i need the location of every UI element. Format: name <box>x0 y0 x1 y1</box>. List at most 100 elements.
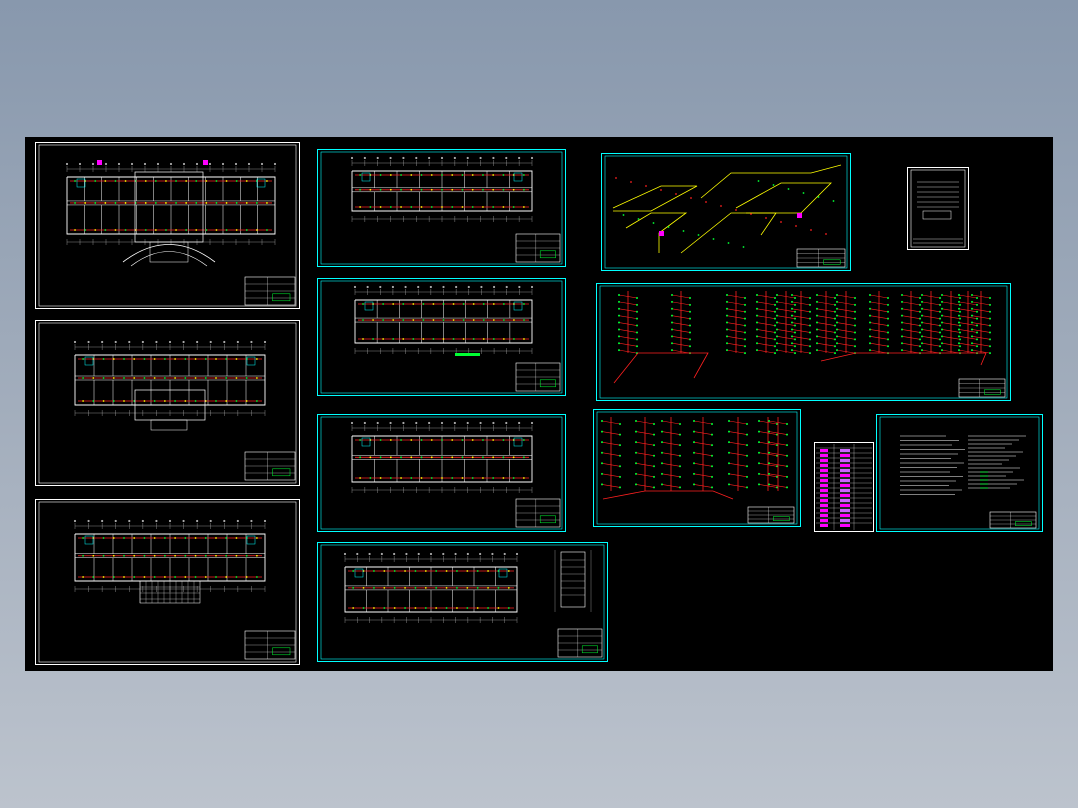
pipe-fitting <box>757 180 760 182</box>
legend-swatch <box>820 484 828 487</box>
pipe-fitting <box>472 303 475 305</box>
branch-fitting <box>791 342 793 345</box>
stair-mark <box>498 568 508 578</box>
pipe-fitting <box>225 554 228 557</box>
cad-model-space[interactable] <box>25 137 1053 671</box>
pipe-fitting <box>153 400 156 402</box>
branch-fitting <box>635 483 637 486</box>
pipe-fitting <box>412 319 415 321</box>
branch-pipe <box>901 336 921 340</box>
pipe-fitting <box>195 229 198 231</box>
branch-pipe <box>768 484 788 488</box>
pipe-fitting <box>451 456 454 459</box>
axis-bubble <box>236 519 239 523</box>
branch-pipe <box>635 420 655 425</box>
pipe-fitting <box>502 206 505 208</box>
branch-pipe <box>693 420 713 425</box>
pipe-fitting <box>163 576 166 578</box>
branch-pipe <box>869 336 889 340</box>
design-notes-sheet[interactable] <box>876 414 1043 532</box>
branch-pipe <box>756 301 776 306</box>
pipe-fitting <box>400 477 402 479</box>
branch-fitting <box>671 294 673 296</box>
axis-bubble <box>479 421 482 425</box>
branch-fitting <box>601 420 603 422</box>
floor-plan-drawing-2 <box>35 320 300 486</box>
axis-bubble <box>429 285 432 289</box>
axis-bubble <box>168 519 172 523</box>
pipe-fitting <box>523 338 525 340</box>
axis-bubble <box>492 421 495 425</box>
pipe-fitting <box>512 206 515 208</box>
floor-plan-sheet-1[interactable] <box>35 142 300 309</box>
legend-swatch <box>840 484 850 487</box>
axis-bubble <box>479 156 482 160</box>
pipe-fitting <box>82 400 85 402</box>
branch-fitting <box>618 342 620 345</box>
floor-plan-sheet-4[interactable] <box>317 149 566 267</box>
branch-fitting <box>619 444 621 447</box>
pipe-fitting <box>645 185 647 187</box>
branch-fitting <box>816 335 818 338</box>
branch-fitting <box>816 321 818 324</box>
pipe-fitting <box>512 174 515 176</box>
branch-fitting <box>768 441 770 444</box>
pipe-fitting <box>175 229 177 231</box>
pipe-fitting <box>735 209 737 211</box>
floor-plan-sheet-7[interactable] <box>317 542 608 662</box>
branch-fitting <box>939 345 941 348</box>
legend-swatch <box>820 489 828 492</box>
riser-diagram-sheet-1[interactable] <box>596 283 1011 401</box>
pipe-fitting <box>445 570 448 572</box>
pipe-fitting <box>502 439 505 441</box>
branch-fitting <box>774 331 776 334</box>
branch-fitting <box>887 317 889 320</box>
floor-plan-sheet-5[interactable] <box>317 278 566 396</box>
pipe-fitting <box>471 439 474 441</box>
pipe-fitting <box>382 319 385 321</box>
pipe-fitting <box>215 576 217 578</box>
pipe-fitting <box>255 377 258 379</box>
branch-fitting <box>791 349 793 352</box>
pipe-fitting <box>255 576 258 578</box>
pipe-fitting <box>471 188 474 191</box>
pipe-fitting <box>225 202 228 204</box>
axis-bubble <box>209 340 212 344</box>
cover-sheet[interactable] <box>907 167 969 250</box>
axis-bubble <box>453 156 456 160</box>
pipe-fitting <box>102 576 105 578</box>
floor-plan-sheet-2[interactable] <box>35 320 300 486</box>
branch-fitting <box>635 462 637 465</box>
branch-pipe <box>601 431 621 435</box>
pipe-fitting <box>456 607 458 609</box>
branch-pipe <box>791 301 811 306</box>
floor-plan-sheet-6[interactable] <box>317 414 566 532</box>
floor-plan-sheet-3[interactable] <box>35 499 300 665</box>
branch-fitting <box>774 345 776 348</box>
material-legend-sheet[interactable] <box>814 442 874 532</box>
outer-wall <box>74 533 266 582</box>
branch-pipe <box>635 452 655 457</box>
axis-bubble <box>379 285 382 289</box>
pipe-fitting <box>393 607 396 609</box>
pipe-fitting <box>379 174 382 176</box>
axonometric-sheet[interactable] <box>601 153 851 271</box>
axis-bubble <box>250 519 253 523</box>
branch-fitting <box>776 349 778 352</box>
pipe-fitting <box>163 400 166 402</box>
pipe-fitting <box>112 554 115 557</box>
pipe-fitting <box>414 587 417 589</box>
pipe-fitting <box>382 303 385 305</box>
branch-pipe <box>756 294 776 299</box>
pipe-fitting <box>369 174 372 176</box>
branch-pipe <box>635 462 655 467</box>
riser-diagram-sheet-2[interactable] <box>593 409 801 527</box>
branch-fitting <box>834 331 836 334</box>
branch-fitting <box>619 475 621 478</box>
pipe-fitting <box>235 400 238 402</box>
pipe-fitting <box>123 576 125 578</box>
pipe-fitting <box>523 303 525 305</box>
branch-fitting <box>959 331 961 334</box>
pipe-fitting <box>94 229 97 231</box>
branch-fitting <box>746 486 748 489</box>
